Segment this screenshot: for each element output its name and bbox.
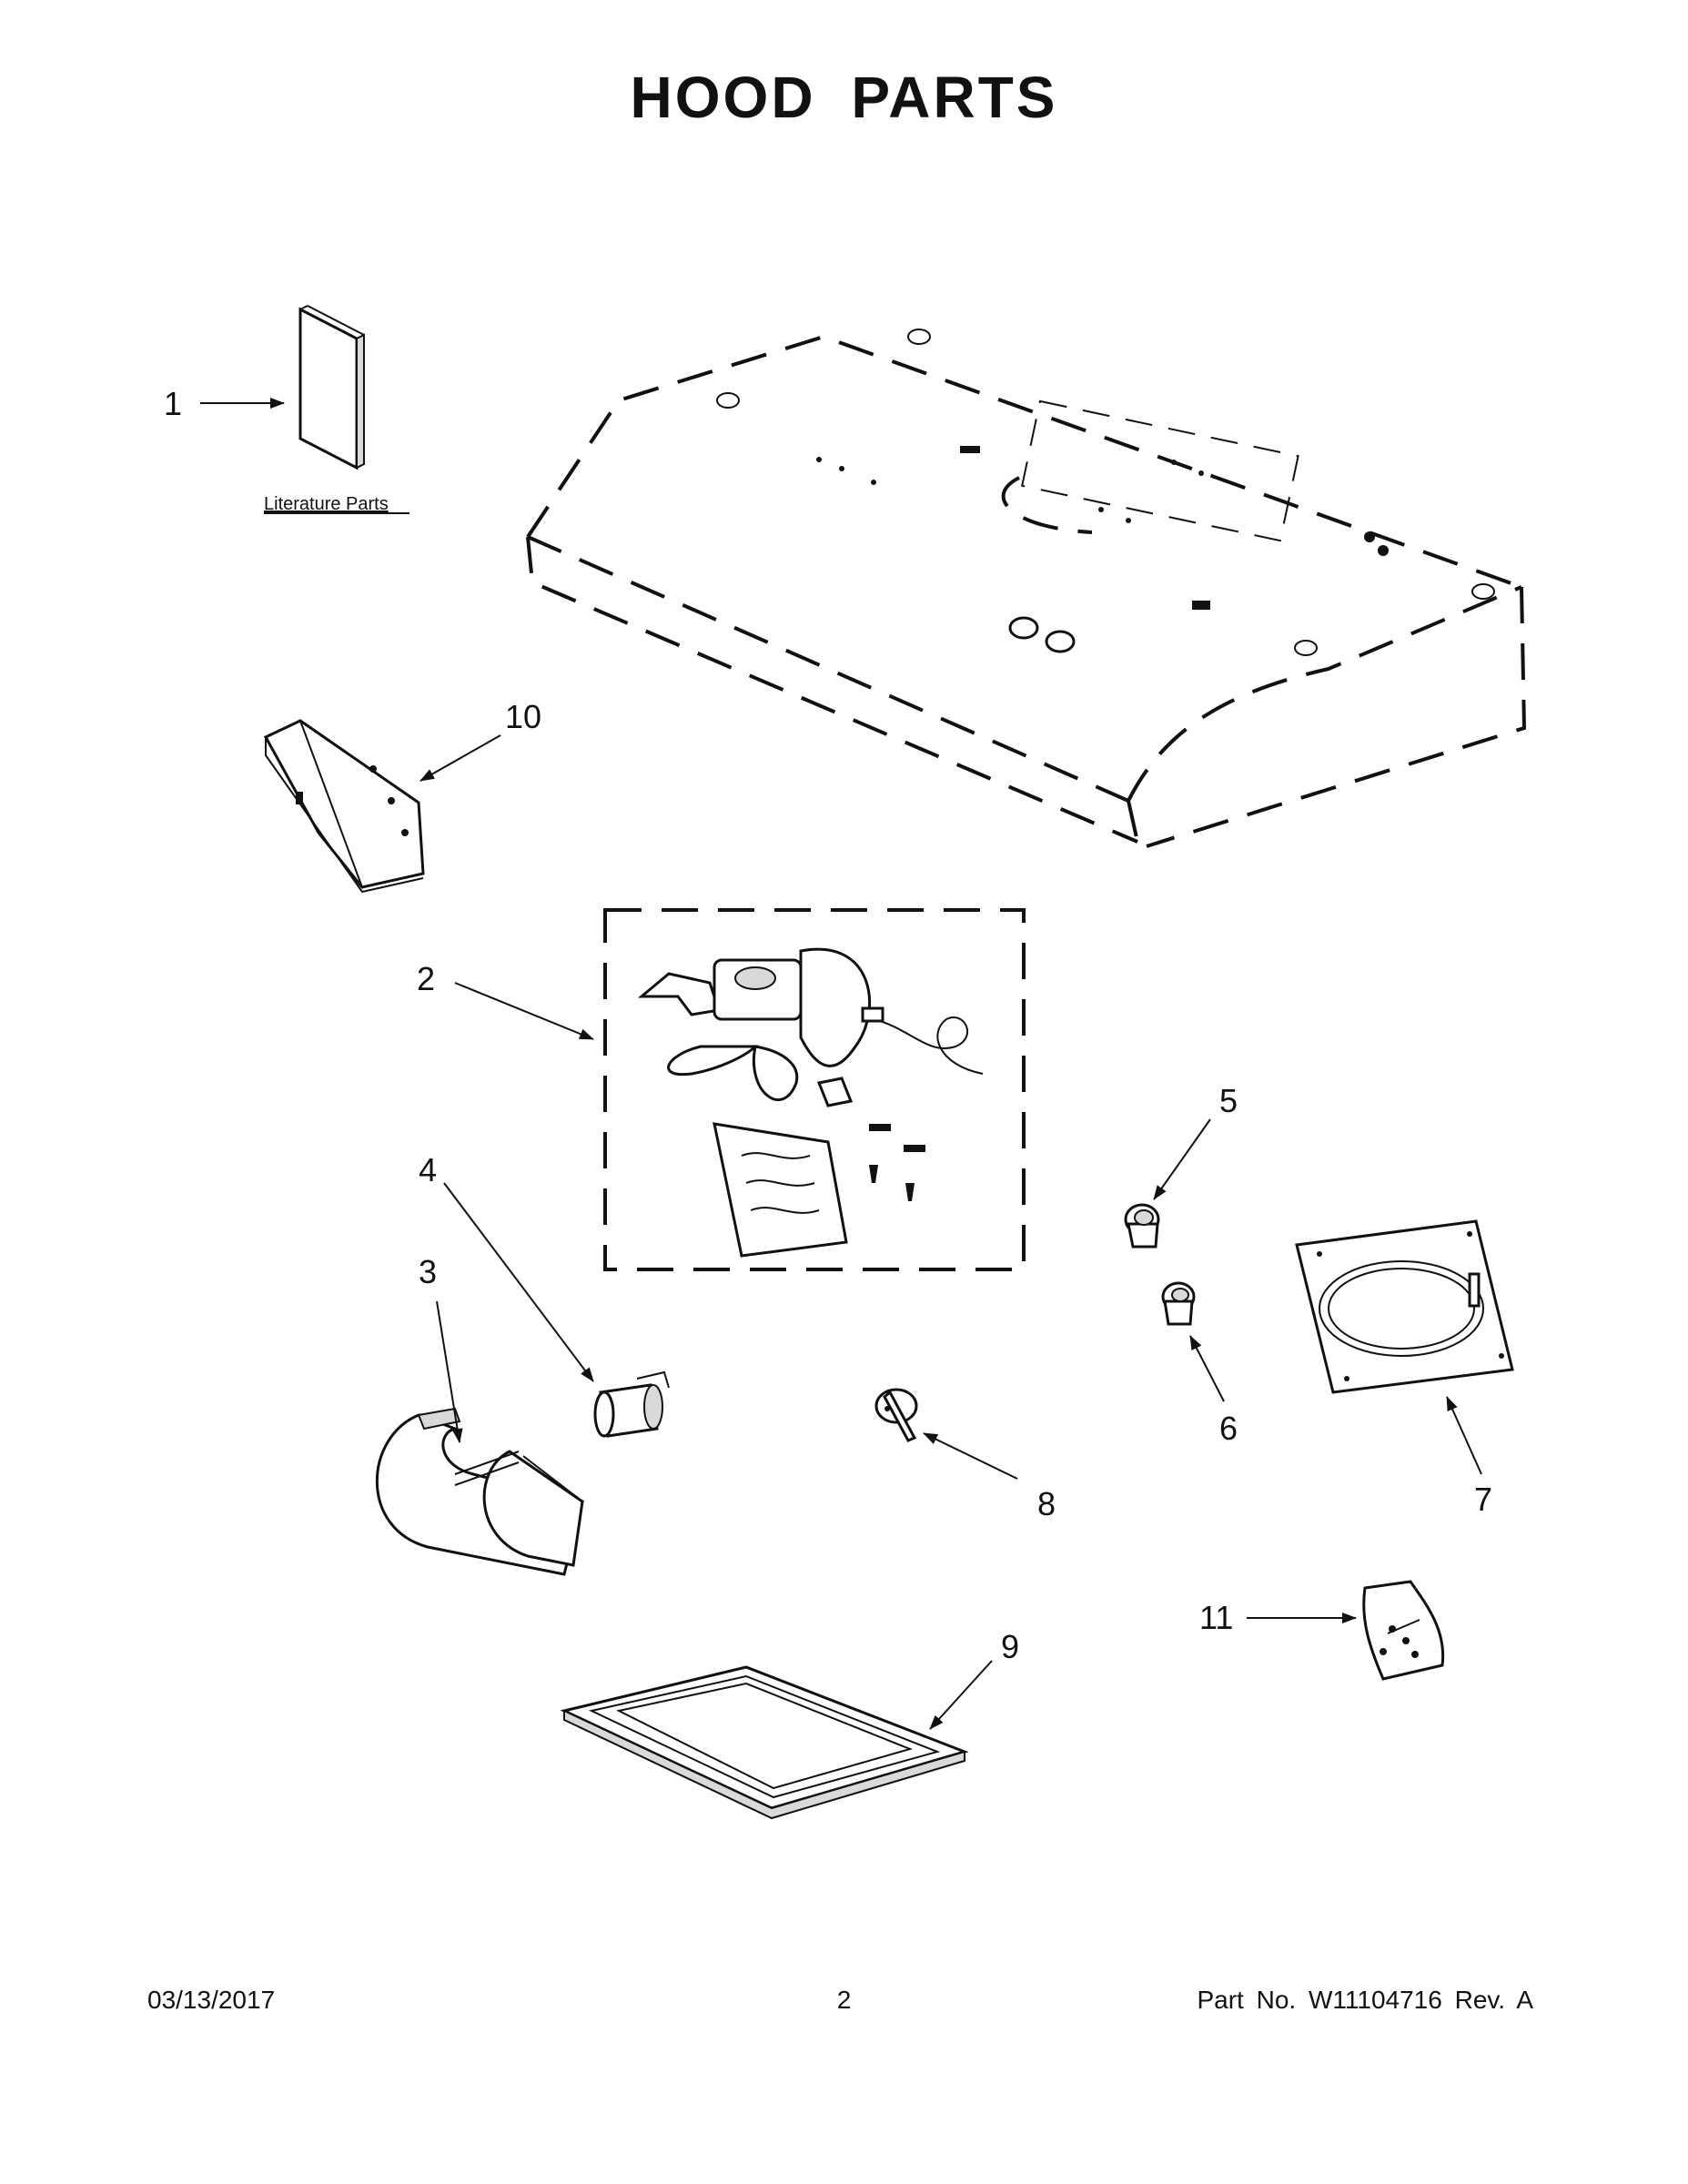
callout-3-label: 3 [419, 1253, 437, 1290]
part-2-blower-kit [603, 908, 1026, 1271]
footer-date: 03/13/2017 [147, 1986, 276, 2014]
callout-2-arrow [454, 982, 594, 1040]
callout-10-arrow [419, 734, 501, 782]
hood-body-outline [526, 329, 1527, 848]
callout-9-arrow [929, 1660, 993, 1730]
part-1-literature [298, 305, 365, 470]
literature-parts-label: Literature Parts [264, 494, 389, 514]
part-9-filter [560, 1665, 969, 1820]
callout-8-arrow [923, 1432, 1018, 1480]
part-3-bracket [375, 1407, 584, 1576]
callout-2-label: 2 [417, 960, 435, 997]
callout-4-label: 4 [419, 1151, 437, 1188]
callout-8-label: 8 [1037, 1485, 1056, 1522]
callout-11-label: 11 [1199, 1599, 1233, 1636]
part-10-panel [263, 719, 425, 894]
page-title: HOOD PARTS [630, 65, 1058, 130]
callout-9-label: 9 [1001, 1628, 1019, 1665]
part-4-cylinder [593, 1370, 670, 1438]
callout-6-arrow [1189, 1335, 1225, 1402]
callout-7-arrow [1446, 1396, 1482, 1475]
part-5-switch [1124, 1203, 1160, 1249]
callout-1-label: 1 [164, 385, 182, 422]
callout-7-label: 7 [1474, 1481, 1492, 1518]
footer-page-number: 2 [836, 1986, 852, 2014]
callout-4-arrow [443, 1182, 594, 1382]
part-7-damper-plate [1295, 1219, 1514, 1394]
footer-part-number: Part No. W11104716 Rev. A [1197, 1986, 1533, 2014]
part-8-light-socket [874, 1388, 918, 1442]
callout-5-label: 5 [1219, 1082, 1238, 1119]
callout-5-arrow [1153, 1118, 1211, 1200]
callout-10-label: 10 [505, 698, 541, 735]
callout-3-arrow [436, 1300, 463, 1443]
callout-6-label: 6 [1219, 1410, 1238, 1447]
part-6-switch [1161, 1281, 1196, 1326]
part-11-hardware-bag [1362, 1580, 1445, 1681]
